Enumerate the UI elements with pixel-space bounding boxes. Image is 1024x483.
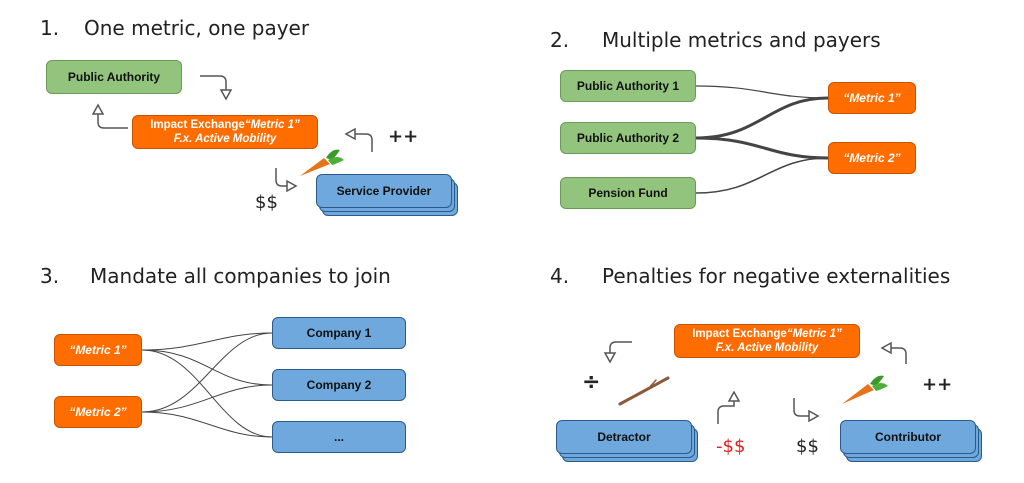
metric-label: “Metric 2” <box>69 405 127 419</box>
link-pa1-metric1 <box>695 85 829 99</box>
section-4-heading: 4. Penalties for negative externalities <box>550 264 950 288</box>
section-4-title: Penalties for negative externalities <box>602 264 951 288</box>
section-1-number: 1. <box>40 16 60 40</box>
impact-exchange-title: Impact Exchange“Metric 1” <box>692 327 842 341</box>
impact-exchange-prefix: Impact Exchange <box>692 328 787 340</box>
company-label: ... <box>333 430 344 444</box>
link-pa2-metric2 <box>695 136 829 160</box>
s3-metric-box-1: “Metric 1” <box>54 334 142 366</box>
impact-exchange-metric: “Metric 1” <box>244 119 300 131</box>
section-3-heading: 3. Mandate all companies to join <box>40 264 391 288</box>
link-m2-c2 <box>141 384 273 413</box>
metric-label: “Metric 1” <box>69 343 127 357</box>
stack-layer <box>840 420 976 454</box>
section-3-number: 3. <box>40 264 60 288</box>
payer-label: Public Authority 2 <box>576 131 680 145</box>
link-m2-c3 <box>141 411 273 438</box>
service-provider-stack: Service Provider <box>316 174 460 216</box>
metric-label: “Metric 1” <box>843 91 901 105</box>
section-2-number: 2. <box>550 28 570 52</box>
impact-exchange-prefix: Impact Exchange <box>150 119 245 131</box>
section-2-heading: 2. Multiple metrics and payers <box>550 28 881 52</box>
company-label: Company 1 <box>306 326 372 340</box>
stack-layer <box>316 174 452 208</box>
stack-layer <box>556 420 692 454</box>
link-pa2-metric1 <box>695 96 829 140</box>
section-2-title: Multiple metrics and payers <box>602 28 881 52</box>
contributor-label: Contributor <box>875 430 941 444</box>
payer-box-2: Public Authority 2 <box>560 122 696 154</box>
payer-label: Public Authority 1 <box>576 79 680 93</box>
public-authority-label: Public Authority <box>67 70 161 84</box>
link-m1-c2 <box>141 349 273 386</box>
plus-label: ++ <box>388 126 419 147</box>
money-label: $$ <box>796 436 819 457</box>
public-authority-box: Public Authority <box>46 60 182 94</box>
link-pension-metric2 <box>695 157 829 194</box>
link-m1-c1 <box>141 332 273 351</box>
detractor-label: Detractor <box>597 430 651 444</box>
impact-exchange-sub: F.x. Active Mobility <box>173 133 277 145</box>
company-label: Company 2 <box>306 378 372 392</box>
link-m2-c1 <box>141 332 273 413</box>
metric-box-1: “Metric 1” <box>828 82 916 114</box>
section-4-number: 4. <box>550 264 570 288</box>
metric-label: “Metric 2” <box>843 151 901 165</box>
payer-box-3: Pension Fund <box>560 177 696 209</box>
s4-impact-exchange-box: Impact Exchange“Metric 1” F.x. Active Mo… <box>674 324 860 358</box>
company-box-2: Company 2 <box>272 369 406 401</box>
impact-exchange-box: Impact Exchange“Metric 1” F.x. Active Mo… <box>132 115 318 149</box>
penalty-label: -$$ <box>716 436 746 457</box>
contributor-stack: Contributor <box>840 420 984 462</box>
detractor-stack: Detractor <box>556 420 700 462</box>
s3-metric-box-2: “Metric 2” <box>54 396 142 428</box>
metric-box-2: “Metric 2” <box>828 142 916 174</box>
plus-label: ++ <box>922 374 953 395</box>
service-provider-label: Service Provider <box>336 184 432 198</box>
money-label: $$ <box>255 192 278 213</box>
link-m1-c3 <box>141 349 273 438</box>
impact-exchange-sub: F.x. Active Mobility <box>715 342 819 354</box>
section-3-title: Mandate all companies to join <box>90 264 391 288</box>
section-1-heading: 1. One metric, one payer <box>40 16 309 40</box>
payer-label: Pension Fund <box>588 186 668 200</box>
impact-exchange-title: Impact Exchange“Metric 1” <box>150 118 300 132</box>
payer-box-1: Public Authority 1 <box>560 70 696 102</box>
divide-symbol: ÷ <box>582 370 601 395</box>
company-box-1: Company 1 <box>272 317 406 349</box>
impact-exchange-metric: “Metric 1” <box>786 328 842 340</box>
company-box-3: ... <box>272 421 406 453</box>
section-1-title: One metric, one payer <box>84 16 310 40</box>
